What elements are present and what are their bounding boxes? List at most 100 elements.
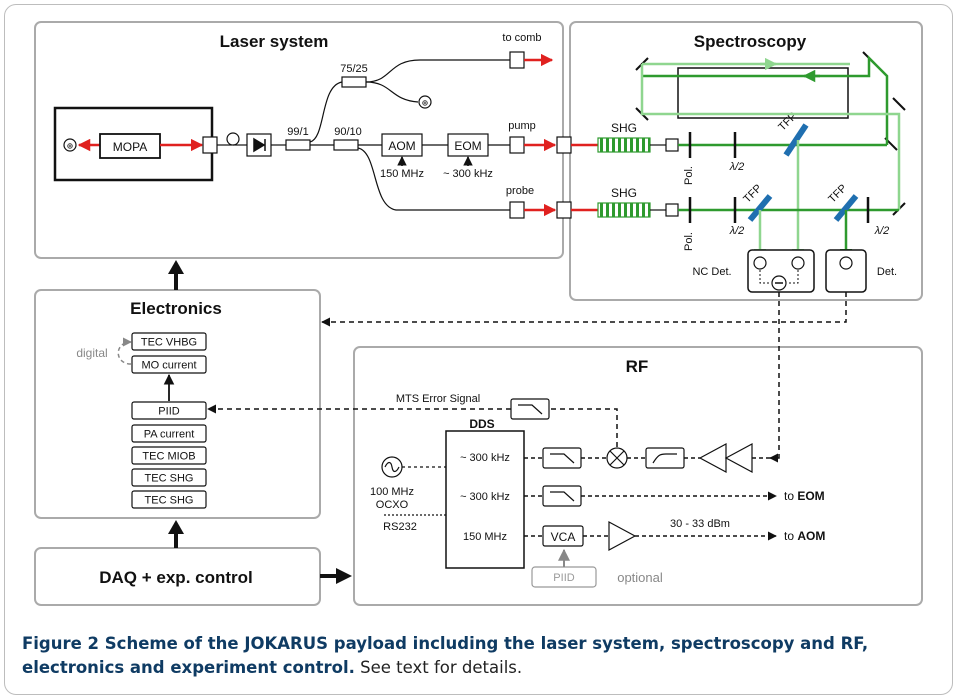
probe-tfp [747,194,773,222]
module-mo-current-label: MO current [141,360,196,372]
mixer-cross-glyph [609,450,625,466]
module-tec-shg-2-label: TEC SHG [145,495,194,507]
photodiode-glyph: ⊕ [422,99,429,108]
det-tfp-label: TFP [826,182,849,205]
probe-half-wave-label: λ/2 [729,225,745,237]
pump-shg-label: SHG [611,121,637,135]
rf-box [353,346,923,606]
mts-lowpass-filter [510,398,550,420]
dds-label: DDS [469,417,494,431]
module-tec-shg-2 [131,490,207,509]
digital-label: digital [76,346,107,360]
electronics-title: Electronics [130,299,222,318]
power-amp-icon [608,520,637,552]
fiber-to-monitor-pd [365,81,419,103]
to-comb-label: to comb [502,32,541,44]
det-signal-to-electronics [321,292,847,327]
splitter-99-1 [285,139,311,151]
dds-box [445,430,525,569]
out2-lowpass-filter [542,485,582,507]
electronics-module-list: TEC VHBG MO current PIID PA current TEC … [131,332,207,509]
probe-shg-label: SHG [611,186,637,200]
module-tec-vhbg-label: TEC VHBG [141,337,197,349]
detector-box [825,249,867,293]
pump-pol-label: Pol. [683,166,695,185]
probe-shg-crystal [597,202,651,218]
figure-caption: Figure 2 Scheme of the JOKARUS payload i… [22,632,922,680]
module-piid-label: PIID [158,406,179,418]
module-tec-shg-1-label: TEC SHG [145,473,194,485]
power-label: 30 - 33 dBm [670,518,730,530]
figure-frame [4,4,953,695]
pump-beam-in-cell [642,54,889,145]
mopa-label: MOPA [113,140,147,154]
ocxo-frequency-label: 100 MHz [370,486,414,498]
dds-output-2-label: ~ 300 kHz [460,491,510,503]
arrow-daq-to-rf-head [336,568,352,584]
preamp-1-icon [698,442,727,474]
digital-loop-arrow [117,337,132,365]
nc-det-photodiode-right-icon [791,256,805,270]
splitter-75-25 [341,76,367,88]
module-tec-vhbg [131,332,207,351]
spectroscopy-title: Spectroscopy [694,32,807,51]
lowpass-filter-icon [550,491,575,502]
nc-det-label: NC Det. [692,266,731,278]
module-tec-shg-1 [131,468,207,487]
vca-label: VCA [551,530,576,544]
detector-bandpass-filter [645,447,685,469]
arrow-daq-to-electronics-head [168,520,184,534]
fiber-tap-to-75-25 [309,81,343,143]
probe-pol-label: Pol. [683,232,695,251]
pump-half-wave-label: λ/2 [729,161,745,173]
caption-normal: See text for details. [354,658,523,677]
nc-det-photodiode-left-icon [753,256,767,270]
module-pa-current-label: PA current [144,429,195,441]
caption-bold: Figure 2 Scheme of the JOKARUS payload i… [22,634,869,677]
probe-label: probe [506,185,534,197]
det-half-wave-label: λ/2 [874,225,890,237]
vapor-cell [677,67,849,119]
optional-label: optional [617,570,663,585]
splitter-99-1-label: 99/1 [287,126,308,138]
out1-lowpass-filter [542,447,582,469]
eom-label: EOM [454,139,481,153]
module-mo-current [131,355,207,374]
mts-error-signal-label: MTS Error Signal [396,393,480,405]
nc-det-signal-to-rf [769,292,780,463]
module-pa-current [131,424,207,443]
nc-det-wire-left [759,270,770,284]
probe-input-coupler [556,201,572,219]
payload-scheme-diagram: Laser system Spectroscopy Electronics RF… [34,21,923,606]
pump-label: pump [508,120,536,132]
to-eom-label: to EOM [784,489,825,503]
mts-error-signal-line [207,404,618,447]
mopa-box [99,133,161,159]
fiber-probe [357,147,510,211]
pump-input-coupler [556,136,572,154]
nc-det-wire-right [788,270,799,284]
module-tec-miob [131,446,207,465]
dds-output-1-label: ~ 300 kHz [460,452,510,464]
isolator-diode-icon [253,137,266,153]
to-aom-label: to AOM [784,529,825,543]
probe-output-coupler [665,203,679,217]
arrow-electronics-to-laser-head [168,260,184,274]
daq-title: DAQ + exp. control [99,568,253,587]
splitter-90-10 [333,139,359,151]
eom-frequency-label: ~ 300 kHz [443,168,493,180]
probe-coupler [509,201,525,219]
pump-output-coupler [665,138,679,152]
filter-icon [652,453,677,464]
aom-frequency-label: 150 MHz [380,168,424,180]
lowpass-filter-icon [550,453,575,464]
splitter-90-10-label: 90/10 [334,126,362,138]
det-photodiode-icon [839,256,853,270]
lowpass-filter-icon [518,404,543,415]
monitor-photodiode-icon [418,95,432,109]
splitter-75-25-label: 75/25 [340,63,368,75]
fiber-loop [226,132,240,146]
module-tec-miob-label: TEC MIOB [142,451,195,463]
pump-tfp [783,123,809,157]
det-label: Det. [877,266,897,278]
